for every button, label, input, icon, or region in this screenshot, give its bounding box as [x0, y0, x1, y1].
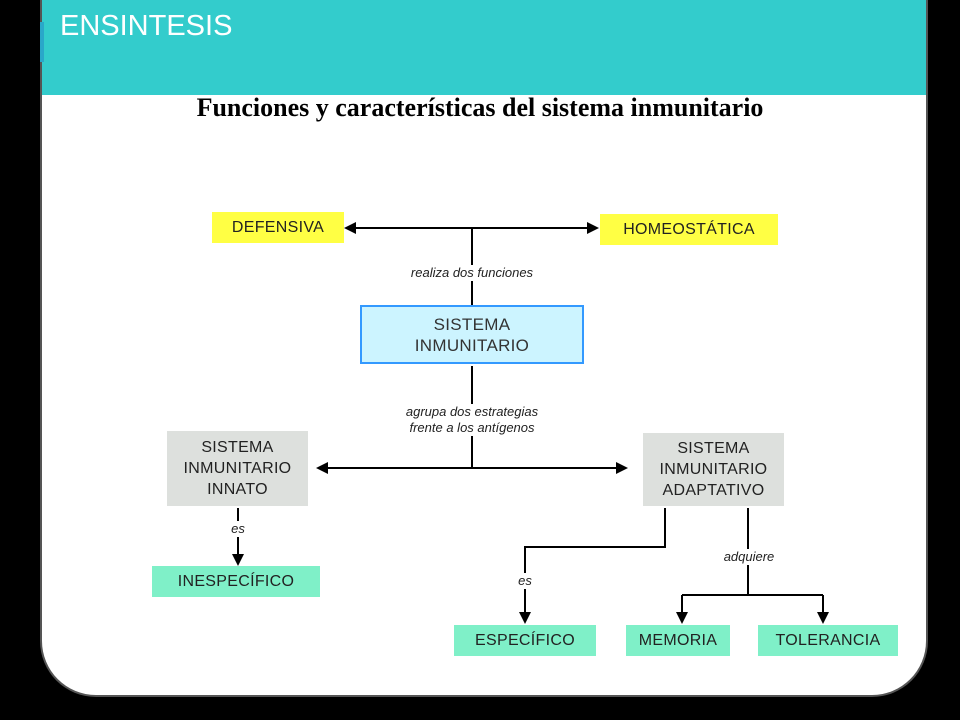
label-adquiere: adquiere: [718, 549, 780, 565]
node-innato: SISTEMA INMUNITARIO INNATO: [167, 431, 308, 506]
node-homeostatica: HOMEOSTÁTICA: [600, 214, 778, 245]
header-accent: [40, 22, 44, 62]
node-inespecifico: INESPECÍFICO: [152, 566, 320, 597]
arrow-to-especifico: [519, 508, 666, 624]
label-realiza: realiza dos funciones: [395, 265, 549, 281]
node-sistema-inmunitario: SISTEMA INMUNITARIO: [360, 305, 584, 364]
label-es-adaptativo: es: [513, 573, 537, 589]
label-agrupa: agrupa dos estrategias frente a los antí…: [382, 404, 562, 436]
node-especifico: ESPECÍFICO: [454, 625, 596, 656]
header-title: ENSINTESIS: [60, 10, 233, 42]
node-tolerancia: TOLERANCIA: [758, 625, 898, 656]
label-es-innato: es: [226, 521, 250, 537]
node-defensiva: DEFENSIVA: [212, 212, 344, 243]
diagram-title: Funciones y características del sistema …: [196, 93, 764, 122]
header-bar: [42, 0, 926, 95]
node-memoria: MEMORIA: [626, 625, 730, 656]
node-adaptativo: SISTEMA INMUNITARIO ADAPTATIVO: [643, 433, 784, 506]
